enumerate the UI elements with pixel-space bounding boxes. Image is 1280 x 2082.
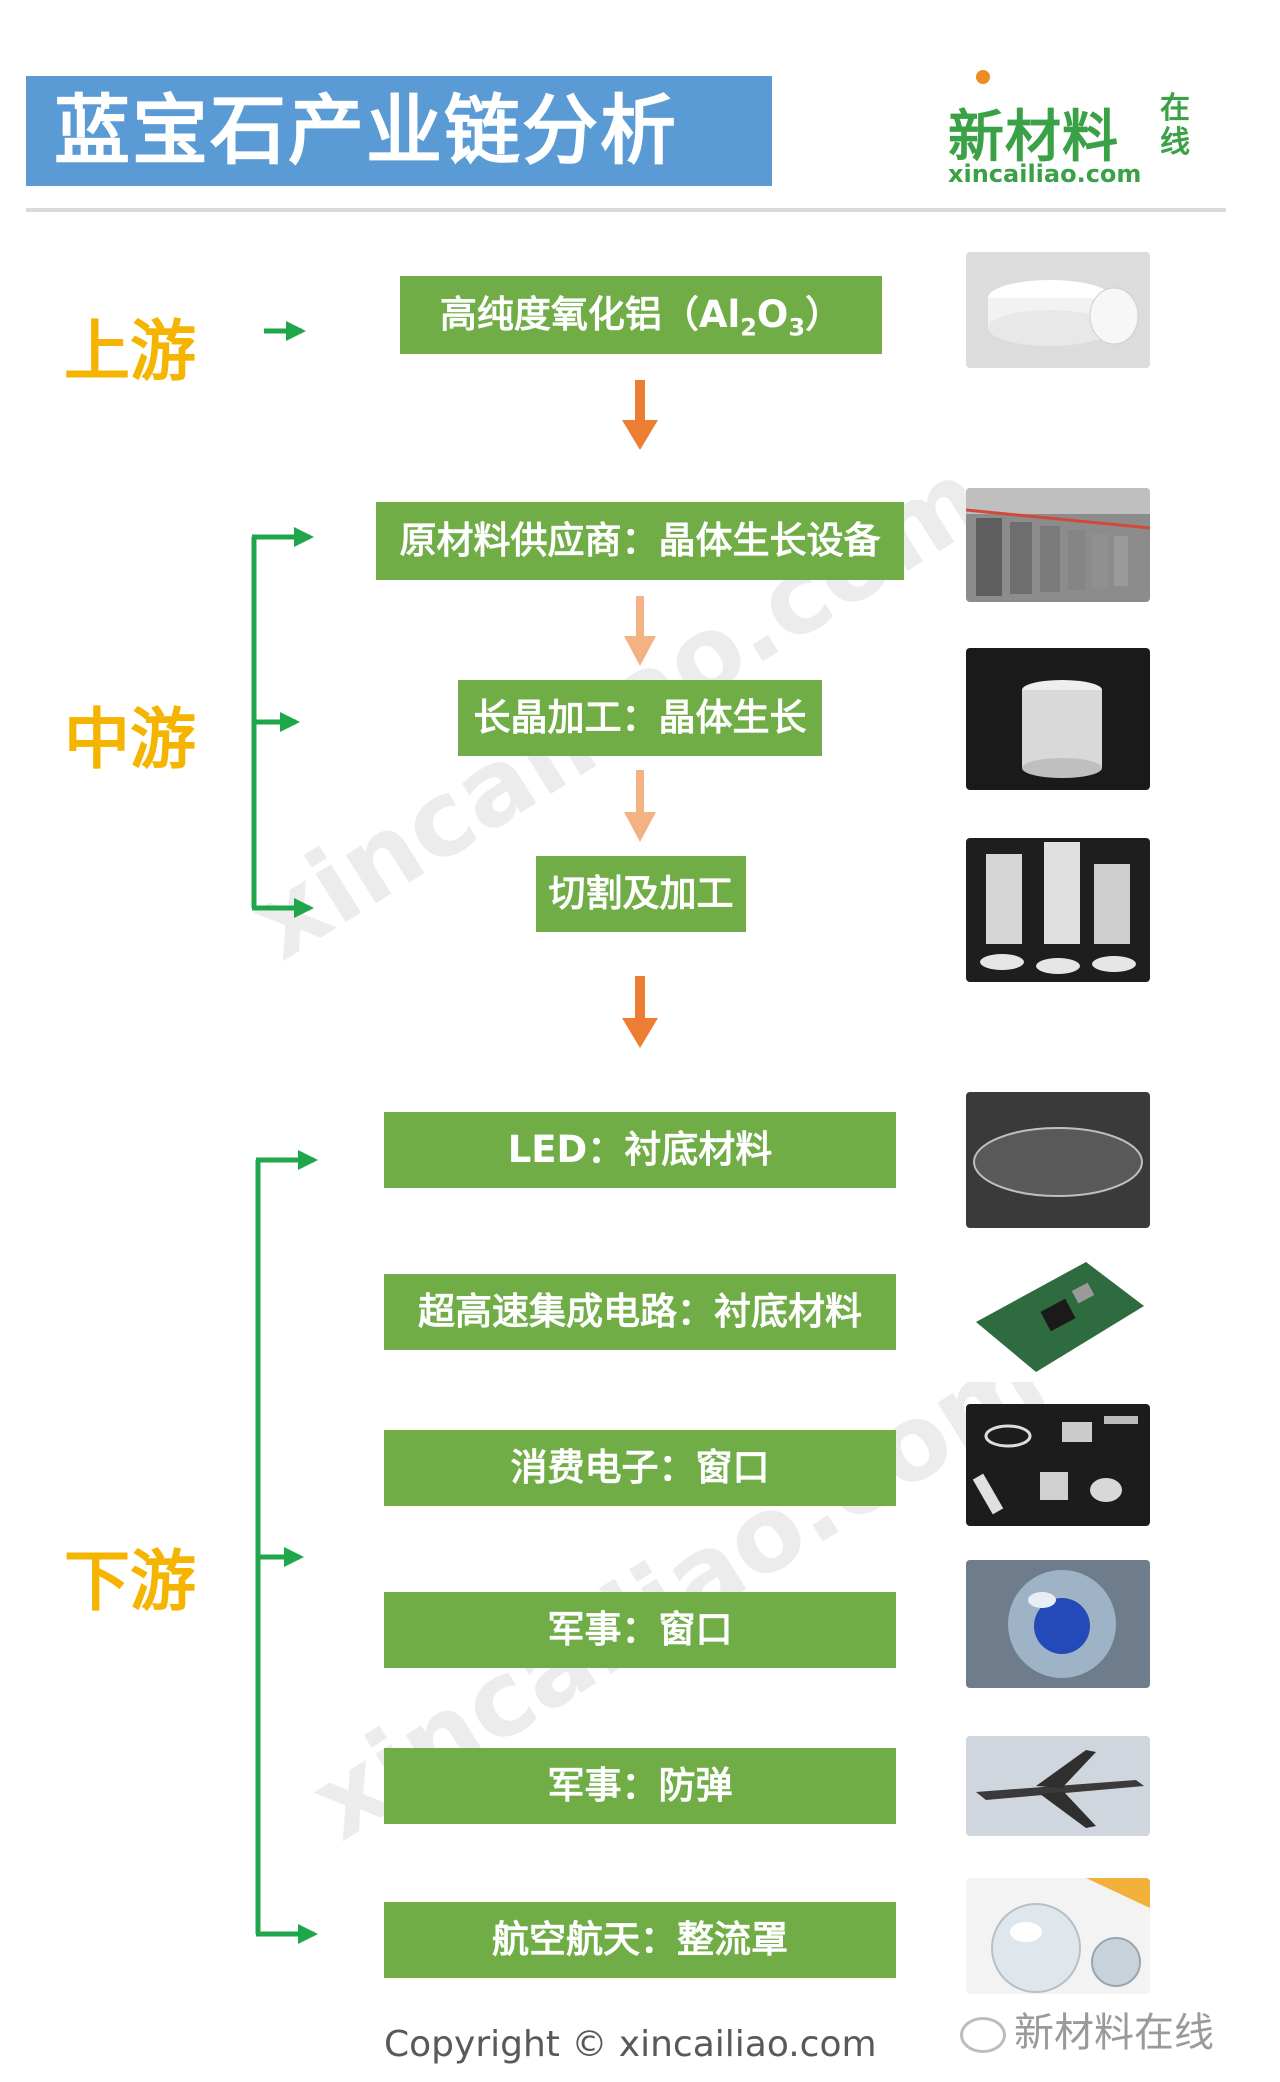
downstream-box-2: 超高速集成电路：衬底材料 [384, 1274, 896, 1350]
flow-arrow-icon [622, 380, 658, 450]
flow-arrow-icon [622, 976, 658, 1048]
logo-side: 在线 [1160, 91, 1190, 160]
logo-dot-icon [976, 70, 990, 84]
flow-arrow-icon [624, 770, 656, 842]
military-aircraft-image [966, 1736, 1150, 1836]
title-banner [26, 76, 772, 186]
midstream-bracket [251, 527, 314, 918]
logo-url: xincailiao.com [948, 160, 1142, 188]
header-divider [26, 208, 1226, 212]
page-title: 蓝宝石产业链分析 [54, 86, 678, 175]
stage-downstream: 下游 [64, 1543, 196, 1620]
downstream-box-1: LED：衬底材料 [384, 1112, 896, 1188]
upstream-box-prefix: 高纯度氧化铝（Al [439, 293, 741, 336]
flow-arrow-icon [624, 596, 656, 666]
sapphire-boule-image [966, 648, 1150, 790]
military-window-dome-image [966, 1560, 1150, 1688]
wechat-account-label: 新材料在线 [1014, 2010, 1214, 2056]
crystal-growth-equipment-image [966, 488, 1150, 602]
upstream-box: 高纯度氧化铝（Al2O3） [400, 276, 882, 354]
cut-sapphire-rods-image [966, 838, 1150, 982]
downstream-box-3: 消费电子：窗口 [384, 1430, 896, 1506]
stage-upstream: 上游 [64, 313, 196, 390]
upstream-box-suffix: ） [805, 293, 843, 336]
downstream-bracket [255, 1150, 318, 1944]
upstream-box-mid: O [756, 293, 789, 336]
aerospace-dome-image [966, 1878, 1150, 1994]
downstream-box-6: 航空航天：整流罩 [384, 1902, 896, 1978]
logo-name: 新材料 [948, 105, 1119, 170]
midstream-box-2: 长晶加工：晶体生长 [458, 680, 822, 756]
copyright: Copyright © xincailiao.com [384, 2024, 877, 2065]
upstream-box-sub2: 3 [788, 313, 806, 342]
midstream-box-1: 原材料供应商：晶体生长设备 [376, 502, 904, 580]
alumina-disc-image [966, 252, 1150, 368]
downstream-box-5: 军事：防弹 [384, 1748, 896, 1824]
led-substrate-wafer-image [966, 1092, 1150, 1228]
wechat-icon [960, 2017, 1006, 2053]
wechat-tag: 新材料在线 [960, 2000, 1214, 2058]
consumer-windows-image [966, 1404, 1150, 1526]
circuit-board-image [966, 1252, 1150, 1382]
stage-midstream: 中游 [64, 701, 196, 778]
downstream-box-4: 军事：窗口 [384, 1592, 896, 1668]
midstream-box-3: 切割及加工 [536, 856, 746, 932]
upstream-box-sub1: 2 [740, 313, 757, 342]
